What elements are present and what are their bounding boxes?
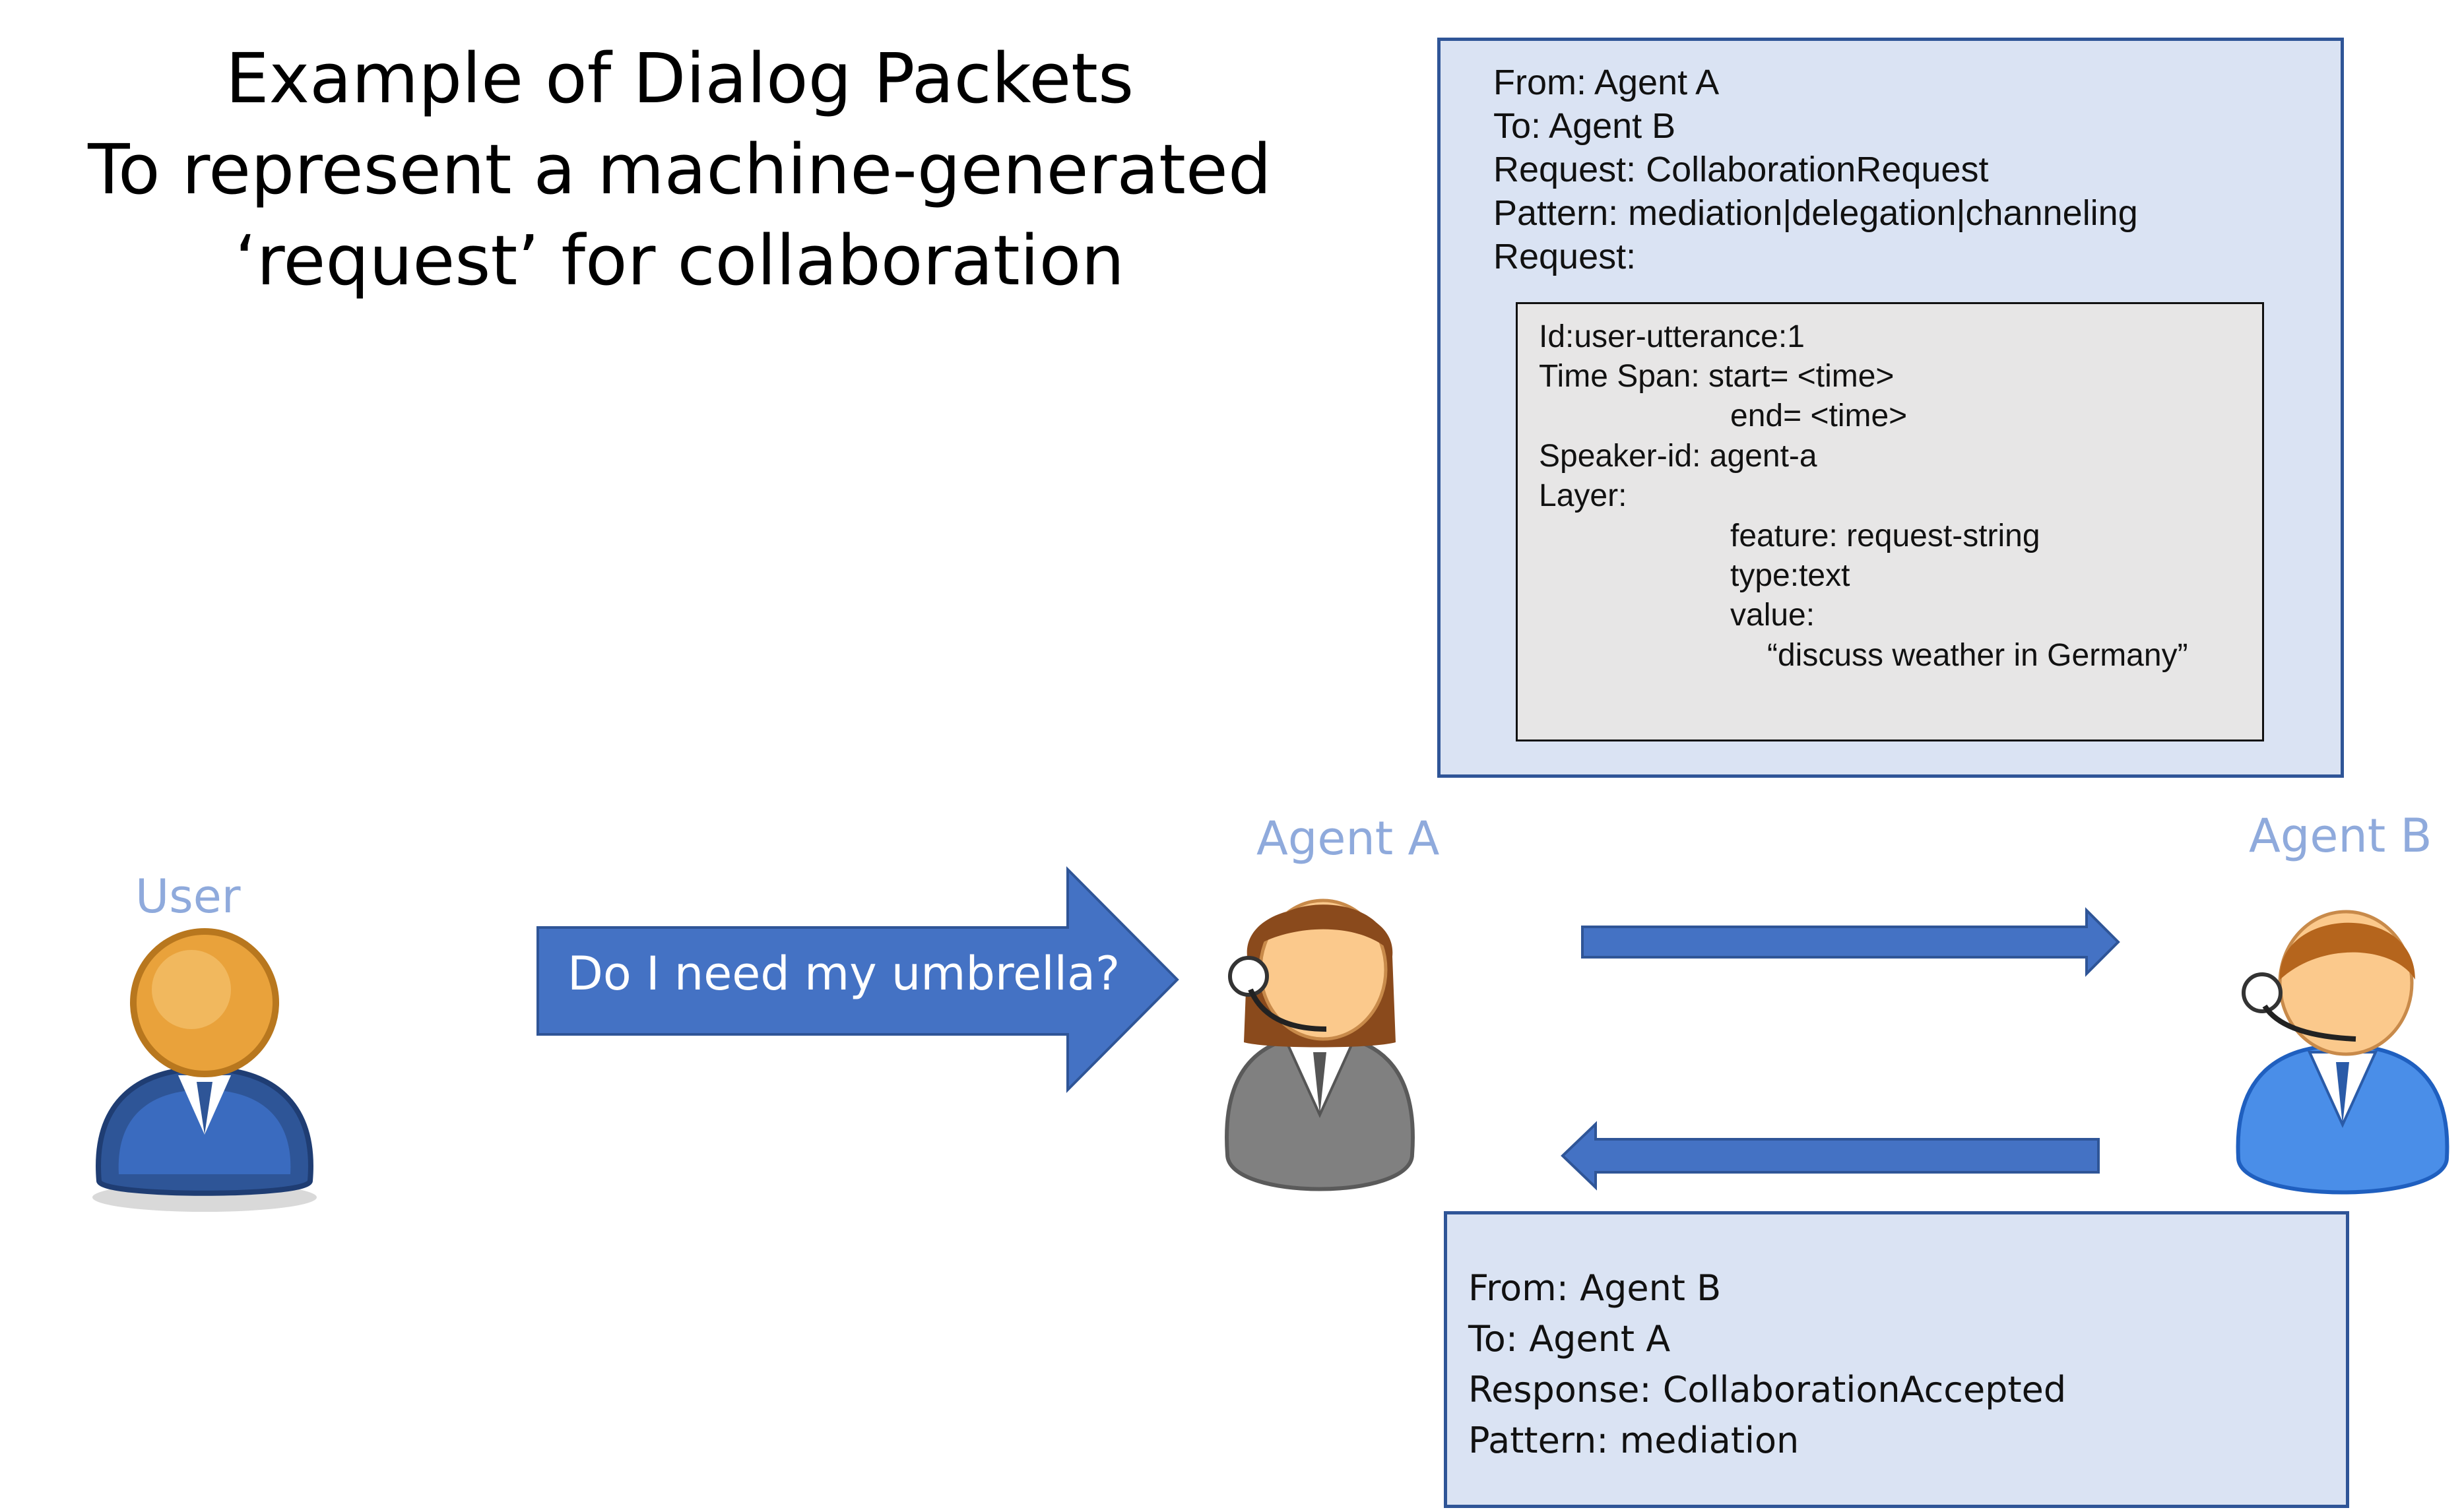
agent-a-label: Agent A	[1256, 811, 1440, 865]
agent-b-to-agent-a-arrow	[1561, 1121, 2100, 1191]
payload-value: “discuss weather in Germany”	[1767, 638, 2188, 673]
response-pattern: Pattern: mediation	[1468, 1420, 1799, 1461]
payload-speaker: Speaker-id: agent-a	[1539, 439, 1817, 474]
response-from: From: Agent B	[1468, 1267, 1722, 1309]
payload-id: Id:user-utterance:1	[1539, 319, 1805, 354]
agent-a-headset-icon	[1225, 898, 1415, 1191]
request-packet-panel: From: Agent A To: Agent B Request: Colla…	[1437, 38, 2344, 778]
response-to: To: Agent A	[1468, 1318, 1671, 1360]
request-to: To: Agent B	[1493, 106, 1676, 146]
title-line-2: To represent a machine-generated	[88, 129, 1272, 210]
user-to-agent-a-arrow	[536, 866, 1179, 1093]
request-from: From: Agent A	[1493, 63, 1720, 102]
payload-value-label: value:	[1730, 598, 1815, 633]
agent-b-headset-icon	[2236, 910, 2449, 1195]
payload-layer: Layer:	[1539, 478, 1627, 513]
user-utterance: Do I need my umbrella?	[567, 947, 1120, 1001]
request-payload-box: Id:user-utterance:1 Time Span: start= <t…	[1516, 302, 2264, 741]
request-label: Request:	[1493, 237, 1637, 276]
request-type: Request: CollaborationRequest	[1493, 150, 1989, 189]
payload-type: type:text	[1730, 558, 1850, 593]
payload-time-start: Time Span: start= <time>	[1539, 359, 1895, 394]
diagram-title: Example of Dialog Packets To represent a…	[40, 33, 1320, 306]
payload-feature: feature: request-string	[1730, 519, 2040, 553]
payload-time-end: end= <time>	[1730, 398, 1908, 433]
title-line-3: ‘request’ for collaboration	[234, 220, 1125, 301]
user-label: User	[135, 869, 241, 924]
title-line-1: Example of Dialog Packets	[225, 38, 1134, 119]
agent-a-to-agent-b-arrow	[1581, 907, 2120, 977]
response-type: Response: CollaborationAccepted	[1468, 1369, 2067, 1410]
user-icon	[92, 928, 317, 1212]
response-packet-panel: From: Agent B To: Agent A Response: Coll…	[1444, 1211, 2349, 1508]
agent-b-label: Agent B	[2249, 809, 2432, 863]
request-pattern: Pattern: mediation|delegation|channeling	[1493, 193, 2138, 233]
